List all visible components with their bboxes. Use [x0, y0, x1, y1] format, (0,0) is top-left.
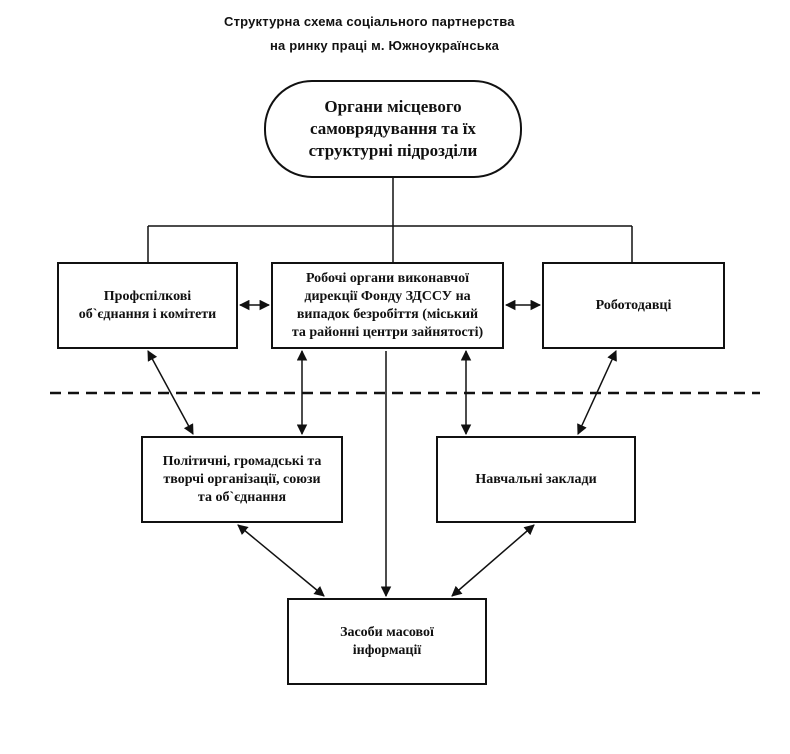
education-node: Навчальні заклади — [436, 436, 636, 523]
mass-media-node: Засоби масової інформації — [287, 598, 487, 685]
organizations-node: Політичні, громадські та творчі організа… — [141, 436, 343, 523]
diagram-title-line-2: на ринку праці м. Южноукраїнська — [270, 38, 500, 53]
arrow-unions-organizations — [147, 350, 194, 435]
local-government-node: Органи місцевого самоврядування та їх ст… — [264, 80, 522, 178]
fund-bodies-node: Робочі органи виконавчої дирекції Фонду … — [271, 262, 504, 349]
employers-node: Роботодавці — [542, 262, 725, 349]
trade-unions-node: Профспілкові об`єднання і комітети — [57, 262, 238, 349]
arrow-organizations-media — [237, 524, 325, 597]
arrow-employers-education — [577, 350, 617, 435]
arrow-education-media — [451, 524, 535, 597]
diagram-title-line-1: Структурна схема соціального партнерства — [224, 14, 515, 29]
